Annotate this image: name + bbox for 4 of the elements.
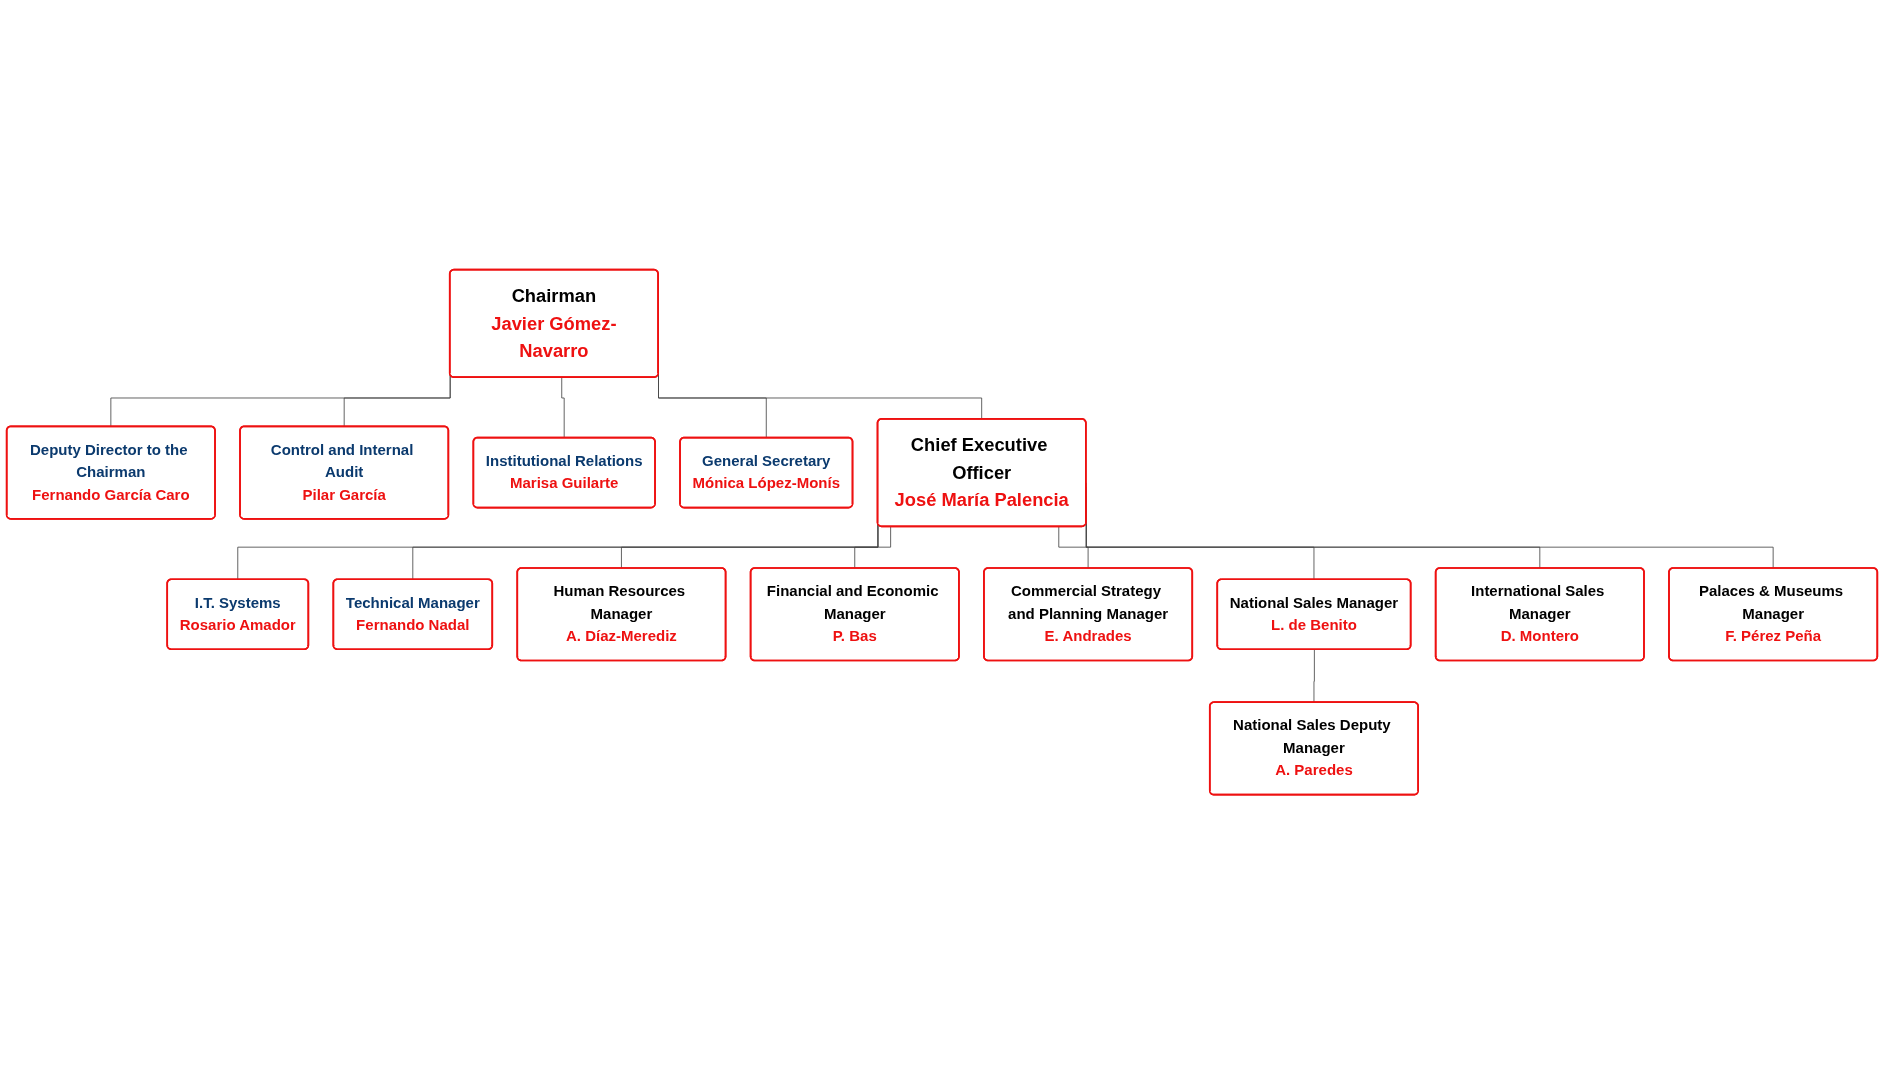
connector — [561, 377, 565, 439]
connector — [854, 526, 892, 570]
connector — [1058, 526, 1089, 570]
connector — [1313, 649, 1315, 704]
